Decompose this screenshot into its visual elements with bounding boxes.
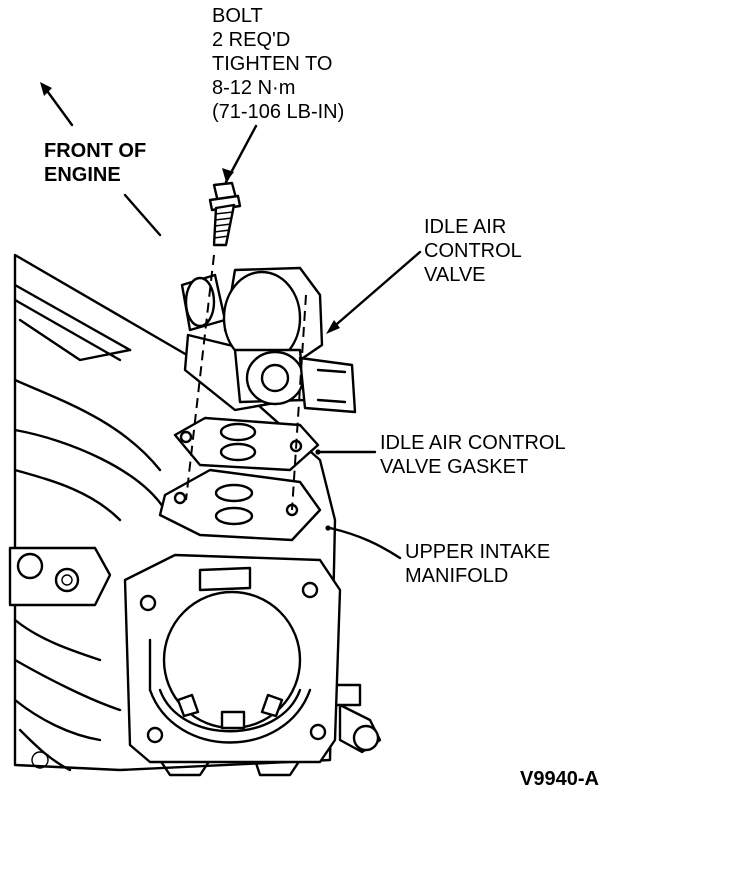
figure-code: V9940-A bbox=[520, 768, 599, 790]
iac-valve-drawing bbox=[180, 266, 357, 414]
leader-lines bbox=[40, 82, 422, 560]
front-of-engine-label: FRONT OF ENGINE bbox=[44, 140, 152, 186]
bolt-label: BOLT 2 REQ'D TIGHTEN TO 8-12 N·m (71-106… bbox=[212, 5, 344, 123]
bolt-drawing bbox=[208, 181, 242, 247]
throttle-body-flange bbox=[123, 553, 342, 764]
alignment-lines bbox=[185, 254, 307, 511]
iac-valve-label: IDLE AIR CONTROL VALVE bbox=[424, 216, 527, 286]
manifold-mounting-pad bbox=[158, 468, 322, 542]
iac-valve-gasket-drawing bbox=[173, 416, 320, 472]
iac-gasket-label: IDLE AIR CONTROL VALVE GASKET bbox=[380, 432, 570, 478]
upper-intake-manifold-label: UPPER INTAKE MANIFOLD bbox=[405, 541, 556, 587]
